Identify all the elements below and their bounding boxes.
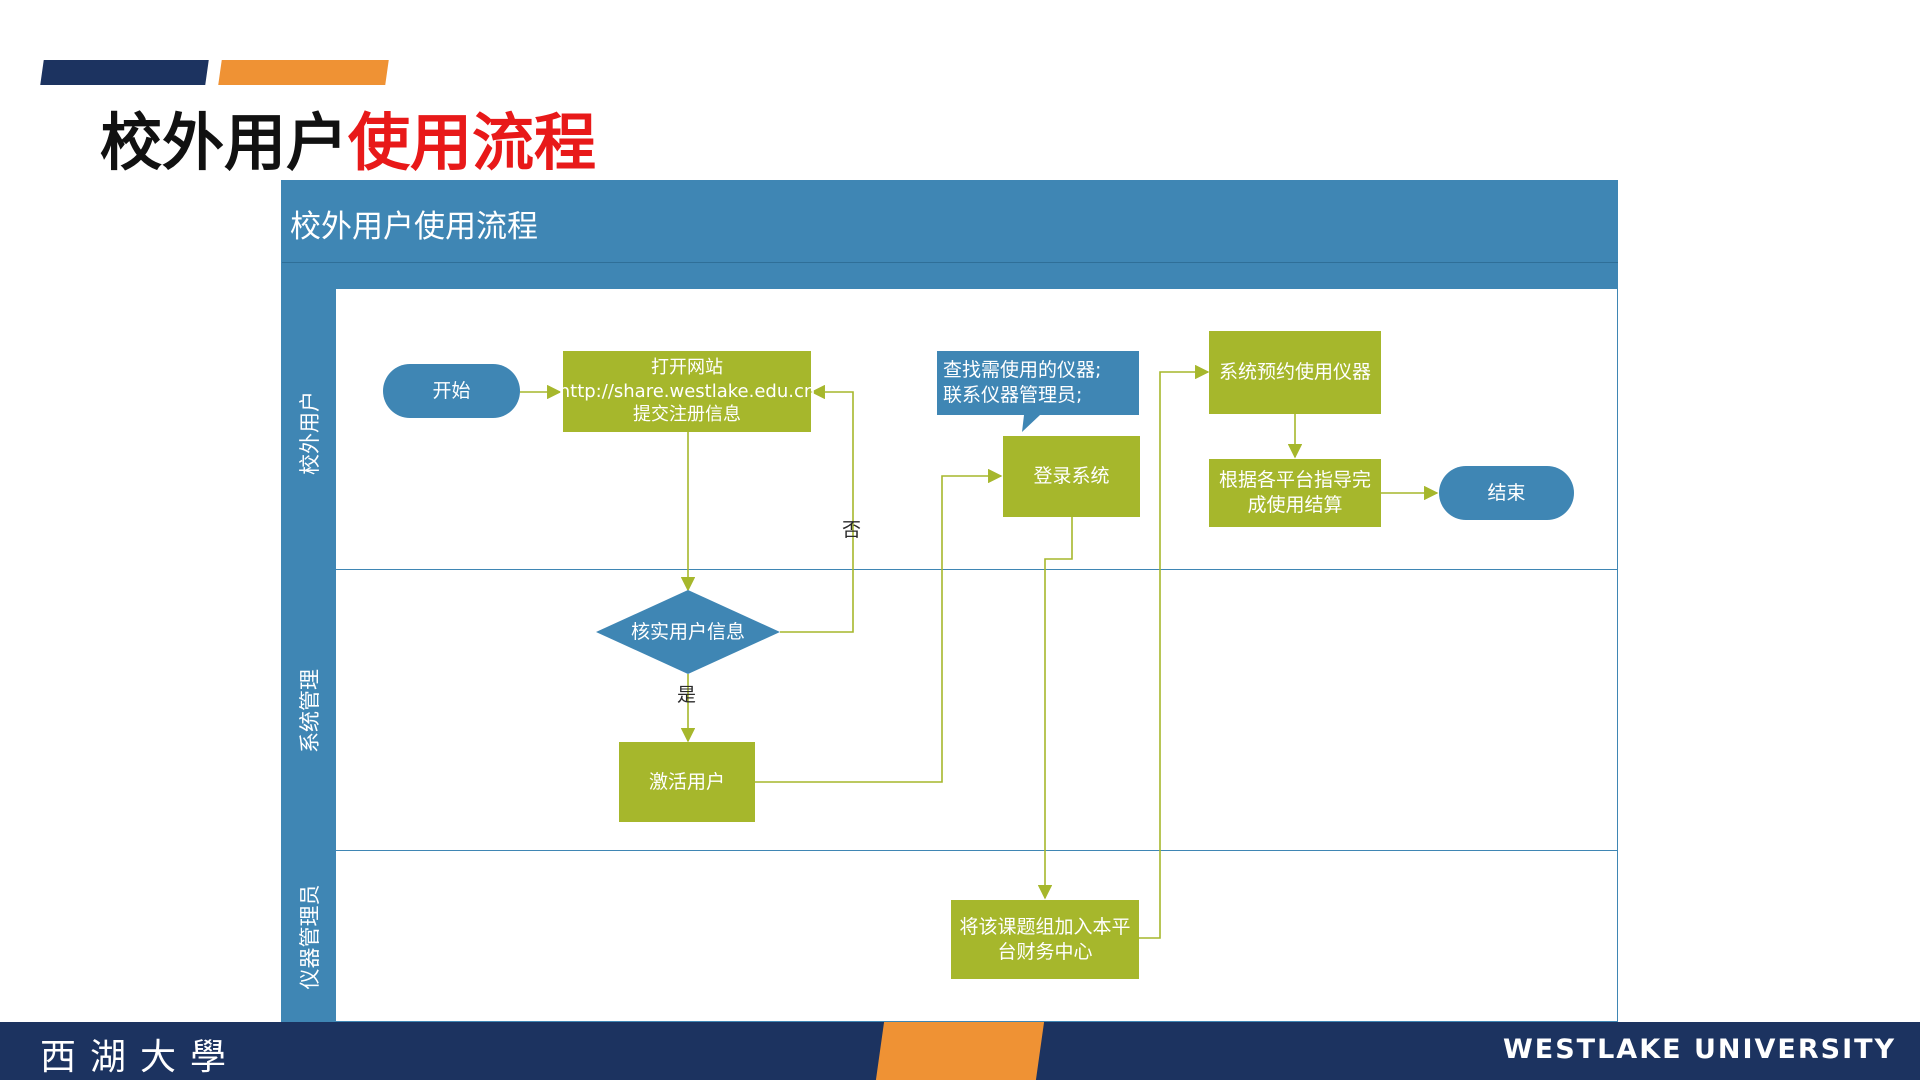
lane-divider [282,850,1618,851]
swimlane-pool [281,180,1618,1022]
node-login-label: 登录系统 [1033,465,1110,488]
callout-line2: 联系仪器管理员; [943,384,1083,406]
node-open-website-url: http://share.westlake.edu.cn [558,380,816,402]
node-activate-label: 激活用户 [648,770,725,793]
footer-accent [875,1022,1045,1080]
page-title: 校外用户使用流程 [100,92,596,182]
footer-logo-chinese: 西湖大學 [40,1037,241,1078]
lane-divider [282,569,1618,570]
connector-login-to-add-group [1037,517,1073,900]
node-settlement-line2: 成使用结算 [1247,494,1343,516]
pool-header [282,181,1618,262]
node-add-group-line2: 台财务中心 [997,940,1093,963]
node-end-label: 结束 [1487,481,1526,504]
title-black-part: 校外用户 [100,106,349,179]
decision-diamond [596,590,780,674]
title-red-part: 使用流程 [348,106,597,179]
node-verify-label: 核实用户信息 [630,620,745,643]
label-no: 否 [842,519,862,541]
node-settlement-line1: 根据各平台指导完 [1218,469,1371,492]
lane-header-instrument-admin [282,851,336,1021]
connector-verify-no-back [780,384,854,633]
callout-shape [937,351,1139,432]
callout-find-instrument: 查找需使用的仪器; 联系仪器管理员; [937,351,1139,415]
node-start-label: 开始 [432,379,471,402]
lane-header-external-user [282,289,336,569]
node-verify-user: 核实用户信息 [596,612,780,652]
node-reserve-label: 系统预约使用仪器 [1218,361,1371,384]
node-reserve-instrument: 系统预约使用仪器 [1209,331,1381,414]
pool-title: 校外用户使用流程 [290,209,538,245]
node-settlement: 根据各平台指导完 成使用结算 [1209,459,1381,527]
label-yes: 是 [677,684,697,706]
connector-add-group-to-reserve [1139,364,1210,939]
node-open-website-line1: 打开网站 [651,357,723,379]
node-add-group-finance: 将该课题组加入本平 台财务中心 [951,900,1139,979]
node-open-website: 打开网站 http://share.westlake.edu.cn 提交注册信息 [559,351,815,432]
node-login-system: 登录系统 [1003,436,1140,517]
footer-logo-english: WESTLAKE UNIVERSITY [1503,1034,1897,1065]
callout-line1: 查找需使用的仪器; [943,359,1102,382]
pool-subheader [282,262,1618,289]
node-activate-user: 激活用户 [619,742,755,822]
node-start: 开始 [383,364,520,418]
node-end: 结束 [1439,466,1574,520]
connector-activate-to-login [755,468,1003,783]
lane-header-system-admin [282,570,336,850]
node-add-group-line1: 将该课题组加入本平 [959,915,1131,938]
node-open-website-line3: 提交注册信息 [633,404,741,426]
